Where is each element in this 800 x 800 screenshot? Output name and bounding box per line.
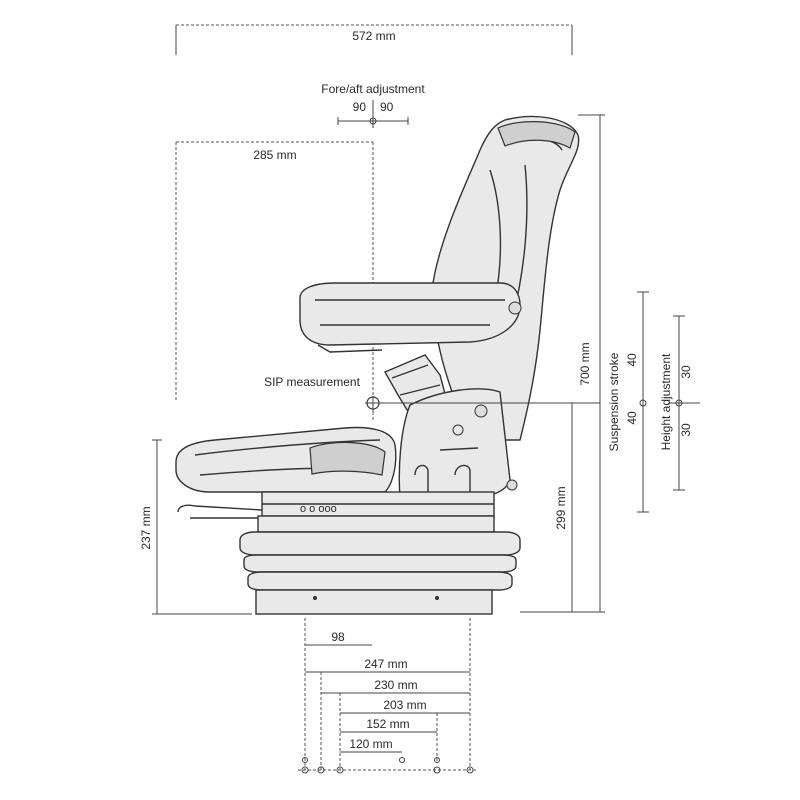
fore-aft-dimension: Fore/aft adjustment 90 90 <box>321 82 425 128</box>
sip-measurement: SIP measurement <box>264 375 600 412</box>
mounting-152-label: 152 mm <box>366 717 409 731</box>
mounting-98-label: 98 <box>331 630 345 644</box>
seat-illustration: o o ooo <box>175 115 580 615</box>
suspension-down-value: 40 <box>625 411 639 425</box>
backrest-offset-label: 285 mm <box>253 148 296 162</box>
mounting-230-label: 230 mm <box>374 678 417 692</box>
mounting-203-label: 203 mm <box>383 698 426 712</box>
mounting-120-label: 120 mm <box>349 737 392 751</box>
overall-width-dimension: 572 mm <box>175 24 573 55</box>
sip-height-label: 299 mm <box>554 486 568 529</box>
height-up-value: 30 <box>679 365 693 379</box>
fore-aft-back-value: 90 <box>353 100 367 114</box>
height-adjustment-label: Height adjustment <box>659 353 673 450</box>
base-height-label: 237 mm <box>139 506 153 549</box>
suspension-stroke-label: Suspension stroke <box>607 352 621 451</box>
sip-label: SIP measurement <box>264 375 360 389</box>
mounting-dimensions: 98 247 mm 230 mm 203 mm 152 mm 120 mm <box>298 618 478 774</box>
fore-aft-forward-value: 90 <box>380 100 394 114</box>
sip-height-dimension: 299 mm <box>554 403 573 612</box>
mounting-247-label: 247 mm <box>364 657 407 671</box>
suspension-up-value: 40 <box>625 353 639 367</box>
base-height-dimension: 237 mm <box>139 439 252 615</box>
fore-aft-label: Fore/aft adjustment <box>321 82 425 96</box>
overall-width-label: 572 mm <box>352 29 395 43</box>
height-down-value: 30 <box>679 423 693 437</box>
frame-marking: o o ooo <box>300 503 337 515</box>
backrest-offset-dimension: 285 mm <box>175 141 374 420</box>
overall-height-label: 700 mm <box>578 342 592 385</box>
overall-height-dimension: 700 mm Suspension stroke 40 40 <box>520 114 649 613</box>
height-adjustment-dimension: Height adjustment 30 30 <box>659 315 700 491</box>
